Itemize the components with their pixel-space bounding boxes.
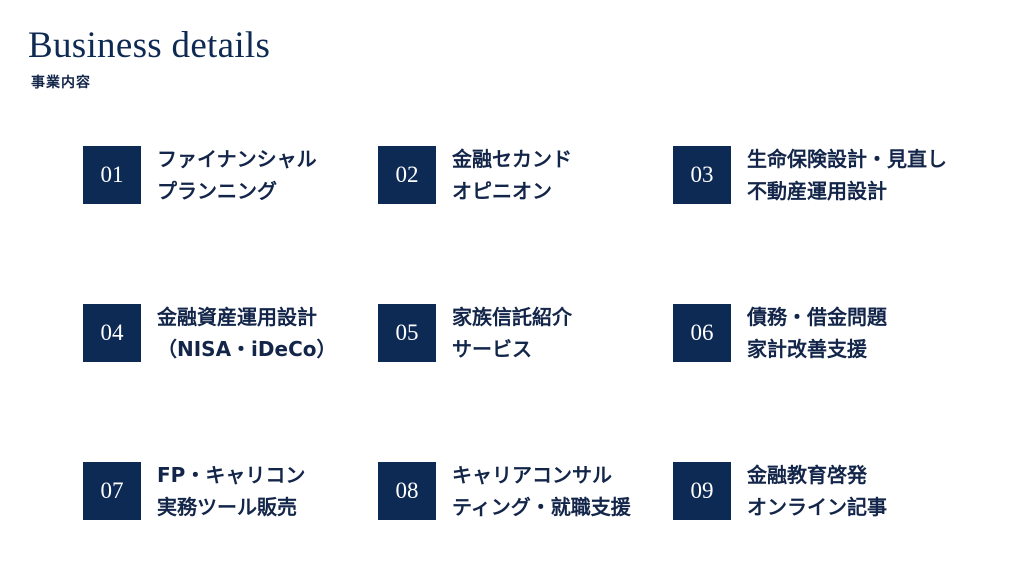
item-label: 金融教育啓発 オンライン記事 bbox=[747, 459, 887, 523]
item-number-badge: 04 bbox=[83, 304, 141, 362]
business-item-05: 05 家族信託紹介 サービス bbox=[378, 301, 572, 365]
item-label-line1: 債務・借金問題 bbox=[747, 305, 887, 329]
item-label-line2: サービス bbox=[452, 337, 532, 361]
item-number-badge: 07 bbox=[83, 462, 141, 520]
item-label: ファイナンシャル プランニング bbox=[157, 143, 317, 207]
business-item-01: 01 ファイナンシャル プランニング bbox=[83, 143, 317, 207]
item-label-line1: 生命保険設計・見直し bbox=[747, 147, 947, 171]
item-label: 金融セカンド オピニオン bbox=[452, 143, 572, 207]
item-label-line2: プランニング bbox=[157, 179, 277, 203]
item-number-badge: 05 bbox=[378, 304, 436, 362]
business-item-04: 04 金融資産運用設計 （NISA・iDeCo） bbox=[83, 301, 337, 365]
business-item-07: 07 FP・キャリコン 実務ツール販売 bbox=[83, 459, 305, 523]
item-number-badge: 01 bbox=[83, 146, 141, 204]
item-label: 家族信託紹介 サービス bbox=[452, 301, 572, 365]
item-label: 生命保険設計・見直し 不動産運用設計 bbox=[747, 143, 947, 207]
business-item-02: 02 金融セカンド オピニオン bbox=[378, 143, 572, 207]
page-title: Business details bbox=[28, 25, 271, 66]
item-label-line2: 実務ツール販売 bbox=[157, 495, 297, 519]
item-label-line2: 家計改善支援 bbox=[747, 337, 867, 361]
item-label: 債務・借金問題 家計改善支援 bbox=[747, 301, 887, 365]
item-label-line1: 金融セカンド bbox=[452, 147, 572, 171]
item-label-line1: ファイナンシャル bbox=[157, 147, 317, 171]
item-label-line1: キャリアコンサル bbox=[452, 463, 612, 487]
item-label-line1: 金融資産運用設計 bbox=[157, 305, 317, 329]
page-subtitle: 事業内容 bbox=[31, 75, 91, 91]
item-label: キャリアコンサル ティング・就職支援 bbox=[452, 459, 631, 523]
item-label: FP・キャリコン 実務ツール販売 bbox=[157, 459, 305, 523]
item-number-badge: 08 bbox=[378, 462, 436, 520]
item-label-line2: オピニオン bbox=[452, 179, 552, 203]
item-number-badge: 02 bbox=[378, 146, 436, 204]
business-item-06: 06 債務・借金問題 家計改善支援 bbox=[673, 301, 887, 365]
item-label-line2: 不動産運用設計 bbox=[747, 179, 887, 203]
business-item-08: 08 キャリアコンサル ティング・就職支援 bbox=[378, 459, 631, 523]
business-item-09: 09 金融教育啓発 オンライン記事 bbox=[673, 459, 887, 523]
item-number-badge: 09 bbox=[673, 462, 731, 520]
item-label: 金融資産運用設計 （NISA・iDeCo） bbox=[157, 301, 337, 365]
item-number-badge: 06 bbox=[673, 304, 731, 362]
item-label-line1: FP・キャリコン bbox=[157, 463, 306, 487]
item-label-line2: ティング・就職支援 bbox=[452, 495, 631, 519]
item-label-line2: オンライン記事 bbox=[747, 495, 887, 519]
item-label-line1: 金融教育啓発 bbox=[747, 463, 867, 487]
item-number-badge: 03 bbox=[673, 146, 731, 204]
item-label-line1: 家族信託紹介 bbox=[452, 305, 572, 329]
item-label-line2: （NISA・iDeCo） bbox=[157, 337, 337, 361]
business-item-03: 03 生命保険設計・見直し 不動産運用設計 bbox=[673, 143, 947, 207]
